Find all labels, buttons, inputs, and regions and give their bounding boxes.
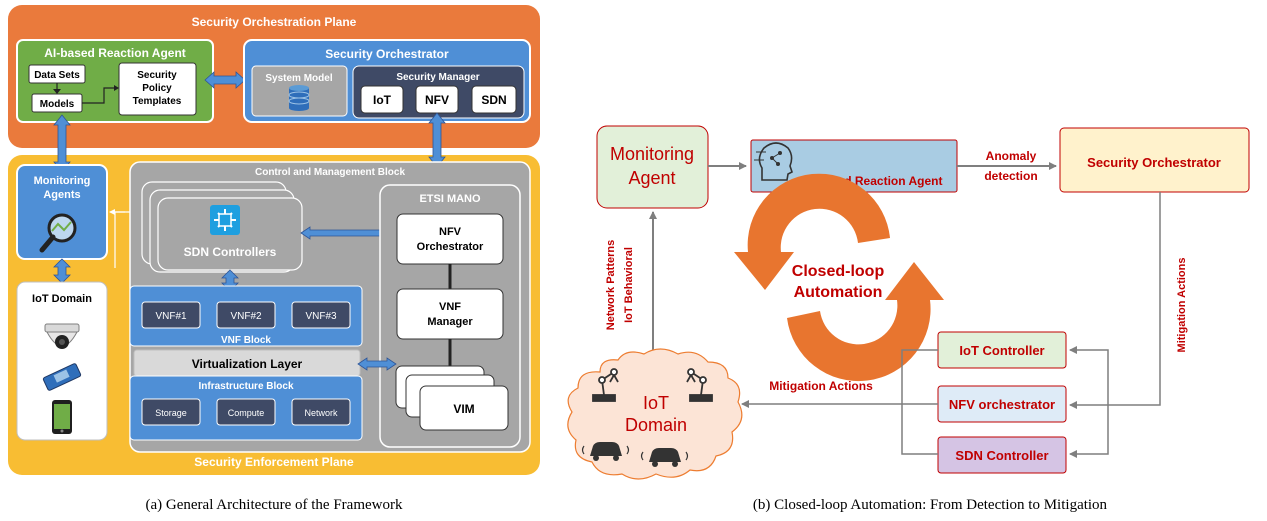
vnf2-box [216, 301, 276, 329]
ai-agent-title: AI-based Reaction Agent [44, 46, 186, 60]
panel-b: Monitoring Agent AI based Reaction Agent… [567, 125, 1250, 513]
caption-b: (b) Closed-loop Automation: From Detecti… [753, 497, 1108, 513]
closed-loop-line1: Closed-loop [792, 263, 885, 280]
nfv-label: NFV [425, 93, 449, 107]
robot-arm-icon-right [686, 368, 713, 402]
mitigation-actions-vertical-label: Mitigation Actions [1176, 258, 1188, 353]
vim-box [419, 385, 509, 431]
sdn-switch-icon [210, 205, 240, 235]
vnf-manager-box [396, 288, 504, 340]
magnifier-icon [39, 213, 77, 253]
sdn-controller-box [937, 436, 1067, 474]
caption-a: (a) General Architecture of the Framewor… [146, 497, 403, 513]
vnf1-box [141, 301, 201, 329]
nfv-orchestrator-line2: Orchestrator [417, 241, 484, 253]
nfv-orchestrator-label-b: NFV orchestrator [949, 397, 1055, 412]
storage-box [141, 398, 201, 426]
policy-templates-line1: Security [137, 70, 177, 81]
sdn-box [471, 85, 517, 114]
iot-domain-line2: Domain [625, 415, 687, 435]
ai-head-icon [754, 142, 793, 181]
network-label: Network [304, 408, 338, 418]
monitoring-agent-line1: Monitoring [610, 144, 694, 164]
iot-box [360, 85, 404, 114]
iot-behavioral-label: IoT Behavioral [623, 247, 635, 323]
robot-arm-icon-left [592, 368, 619, 402]
vnf1-label: VNF#1 [155, 311, 187, 322]
anomaly-label: Anomaly [986, 149, 1037, 163]
iot-domain-box [16, 281, 108, 441]
policy-templates-box [118, 62, 197, 116]
orchestration-plane-title: Security Orchestration Plane [192, 15, 357, 29]
sdn-label: SDN [481, 93, 506, 107]
vnf-manager-line2: Manager [427, 316, 473, 328]
nfv-orchestrator-line1: NFV [439, 226, 462, 238]
vnf2-label: VNF#2 [230, 311, 262, 322]
network-box [291, 398, 351, 426]
vim-label: VIM [453, 402, 474, 416]
security-orchestrator-label-b: Security Orchestrator [1087, 155, 1221, 170]
virtualization-layer-label: Virtualization Layer [192, 357, 303, 371]
policy-templates-line3: Templates [133, 96, 182, 107]
control-management-title: Control and Management Block [255, 167, 405, 178]
monitoring-agents-line1: Monitoring [34, 175, 91, 187]
security-orchestrator-box-b [1059, 127, 1250, 193]
vnf3-label: VNF#3 [305, 311, 337, 322]
iot-label: IoT [373, 93, 392, 107]
compute-label: Compute [228, 408, 265, 418]
mitigation-actions-label: Mitigation Actions [769, 379, 873, 393]
virt-vim-arrow [357, 357, 397, 371]
monitoring-agent-line2: Agent [628, 168, 675, 188]
security-orchestrator-title: Security Orchestrator [325, 47, 449, 61]
iot-domain-label: IoT Domain [32, 293, 92, 305]
monitoring-agents-line2: Agents [43, 189, 80, 201]
enforcement-plane-title: Security Enforcement Plane [194, 455, 354, 469]
sdn-controllers-label: SDN Controllers [184, 245, 277, 259]
nfv-orchestrator-box [396, 213, 504, 265]
policy-templates-line2: Policy [142, 83, 172, 94]
monitoring-agent-box [596, 125, 709, 209]
sdn-controller-label: SDN Controller [955, 448, 1048, 463]
security-manager-label: Security Manager [396, 72, 479, 83]
etsi-mano-label: ETSI MANO [419, 193, 481, 205]
vnf-manager-line1: VNF [439, 301, 461, 313]
sensor-board-icon [42, 363, 82, 391]
closed-loop-arrows [734, 173, 944, 382]
data-sets-label: Data Sets [34, 70, 80, 81]
iot-controller-label: IoT Controller [959, 343, 1044, 358]
connected-car-icon-right [640, 448, 689, 467]
database-icon [288, 85, 310, 111]
iot-domain-line1: IoT [643, 393, 669, 413]
models-label: Models [40, 99, 75, 110]
system-model-label: System Model [265, 73, 332, 84]
network-patterns-label: Network Patterns [605, 240, 617, 330]
compute-box [216, 398, 276, 426]
smartphone-icon [52, 400, 72, 434]
connected-car-icon-left [581, 442, 630, 461]
vnf-block-label: VNF Block [221, 335, 271, 346]
camera-icon [44, 323, 80, 349]
infrastructure-block-label: Infrastructure Block [198, 381, 293, 392]
vnf3-box [291, 301, 351, 329]
closed-loop-line2: Automation [794, 284, 883, 301]
panel-a: Security Orchestration Plane AI-based Re… [8, 5, 540, 513]
detection-label: detection [984, 169, 1037, 183]
storage-label: Storage [155, 408, 187, 418]
